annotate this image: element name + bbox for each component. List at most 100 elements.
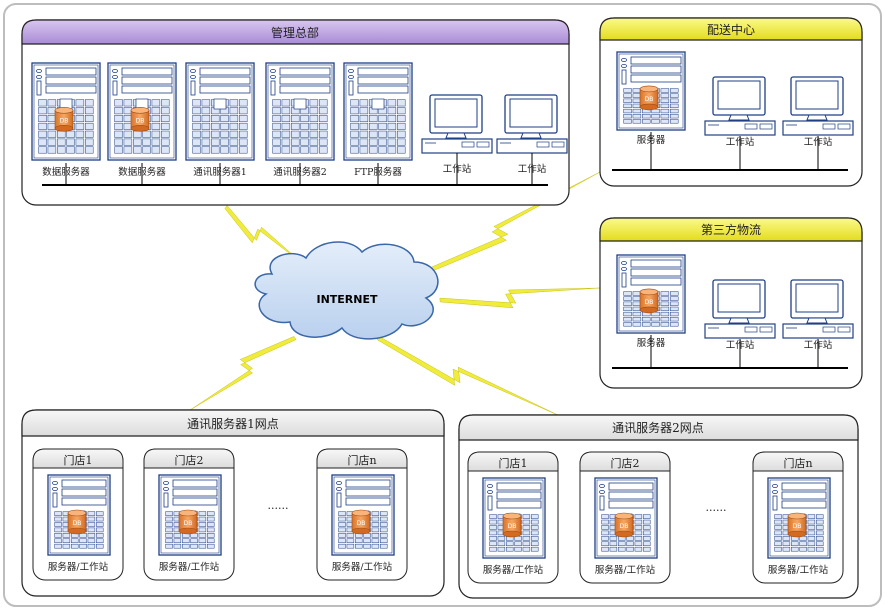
server-vent — [123, 99, 133, 107]
monitor-stand — [728, 317, 750, 324]
server-vent — [807, 530, 816, 536]
server-vent — [272, 122, 281, 130]
server-vent — [87, 522, 96, 527]
server-vent — [190, 543, 198, 549]
server-vent — [816, 530, 824, 536]
server-vent — [54, 543, 62, 549]
server-icon: DB — [767, 477, 831, 559]
server-vent — [489, 536, 497, 541]
server-vent — [632, 322, 642, 327]
server-vent — [623, 88, 632, 93]
server-led — [190, 69, 196, 74]
server-led — [599, 489, 605, 494]
server-led — [348, 69, 354, 74]
server-vent — [643, 536, 651, 541]
workstation-icon — [704, 279, 776, 339]
server-vent — [378, 138, 387, 146]
server-vent — [378, 146, 387, 154]
server-drive-bay — [496, 482, 542, 491]
server-vent — [397, 99, 406, 107]
server-vent — [173, 538, 182, 544]
server-vent — [75, 138, 85, 146]
device-label: 数据服务器 — [118, 166, 166, 178]
server-inner — [769, 479, 829, 557]
database-icon: DB — [502, 512, 522, 538]
server-vent — [807, 525, 816, 530]
server-vent — [489, 541, 497, 547]
device-label: 服务器/工作站 — [48, 561, 109, 573]
server-vent — [161, 138, 170, 146]
server-vent — [782, 541, 791, 547]
server-vent — [670, 311, 679, 317]
server-drive-bay — [45, 76, 97, 85]
server-vent — [47, 138, 57, 146]
server-vent — [201, 146, 211, 154]
server-vent — [380, 516, 388, 522]
server-icon — [185, 62, 255, 161]
server-vent — [38, 146, 47, 154]
server-switch — [163, 492, 169, 508]
monitor-stand — [445, 132, 467, 139]
server-vent — [601, 541, 609, 547]
server-icon: DB — [331, 474, 395, 556]
server-vent — [378, 122, 387, 130]
server-led — [621, 58, 627, 63]
server-vent — [634, 519, 643, 525]
server-vent — [601, 525, 609, 530]
db-label: DB — [60, 117, 69, 124]
server-vent — [151, 138, 161, 146]
server-icon: DB — [47, 474, 111, 556]
server-vent — [300, 138, 309, 146]
server-vent — [38, 122, 47, 130]
server-icon — [265, 62, 335, 161]
server-led — [487, 489, 493, 494]
server-drive-bay — [608, 482, 654, 491]
server-vent — [192, 138, 201, 146]
server-vent — [522, 546, 531, 552]
database-icon: DB — [614, 512, 634, 538]
server-vent — [816, 541, 824, 547]
server-vent — [192, 99, 201, 107]
server-drive-bay — [357, 76, 409, 85]
server-vent — [380, 538, 388, 544]
server-vent — [165, 511, 173, 516]
server-vent — [380, 533, 388, 538]
server-vent — [161, 115, 170, 123]
server-vent — [643, 541, 651, 547]
server-vent — [774, 541, 782, 547]
server-drive-bay — [199, 85, 251, 94]
server-vent — [660, 291, 670, 296]
server-switch — [36, 80, 42, 96]
server-vent — [601, 546, 609, 552]
db-bottom — [130, 125, 150, 132]
server-vent — [514, 541, 522, 547]
server-vent — [272, 107, 281, 115]
server-vent — [338, 516, 346, 522]
server-vent — [807, 541, 816, 547]
server-vent — [350, 146, 359, 154]
server-vent — [85, 122, 94, 130]
server-vent — [397, 122, 406, 130]
server-vent — [319, 138, 328, 146]
db-bottom — [787, 530, 807, 538]
server-vent — [670, 317, 679, 322]
db-bottom — [639, 103, 659, 111]
server-vent — [71, 538, 79, 544]
server-vent — [369, 138, 378, 146]
server-vent — [369, 146, 378, 154]
server-vent — [133, 130, 142, 138]
server-vent — [114, 122, 123, 130]
server-vent — [670, 119, 679, 124]
server-icon: DB — [616, 51, 686, 131]
server-vent — [632, 114, 642, 119]
server-drive-bay — [781, 500, 827, 509]
server-vent — [165, 533, 173, 538]
server-inner — [596, 479, 656, 557]
server-vent — [634, 514, 643, 519]
db-label: DB — [645, 299, 654, 306]
database-icon: DB — [639, 288, 659, 314]
db-bottom — [639, 306, 659, 314]
server-vent — [643, 514, 651, 519]
